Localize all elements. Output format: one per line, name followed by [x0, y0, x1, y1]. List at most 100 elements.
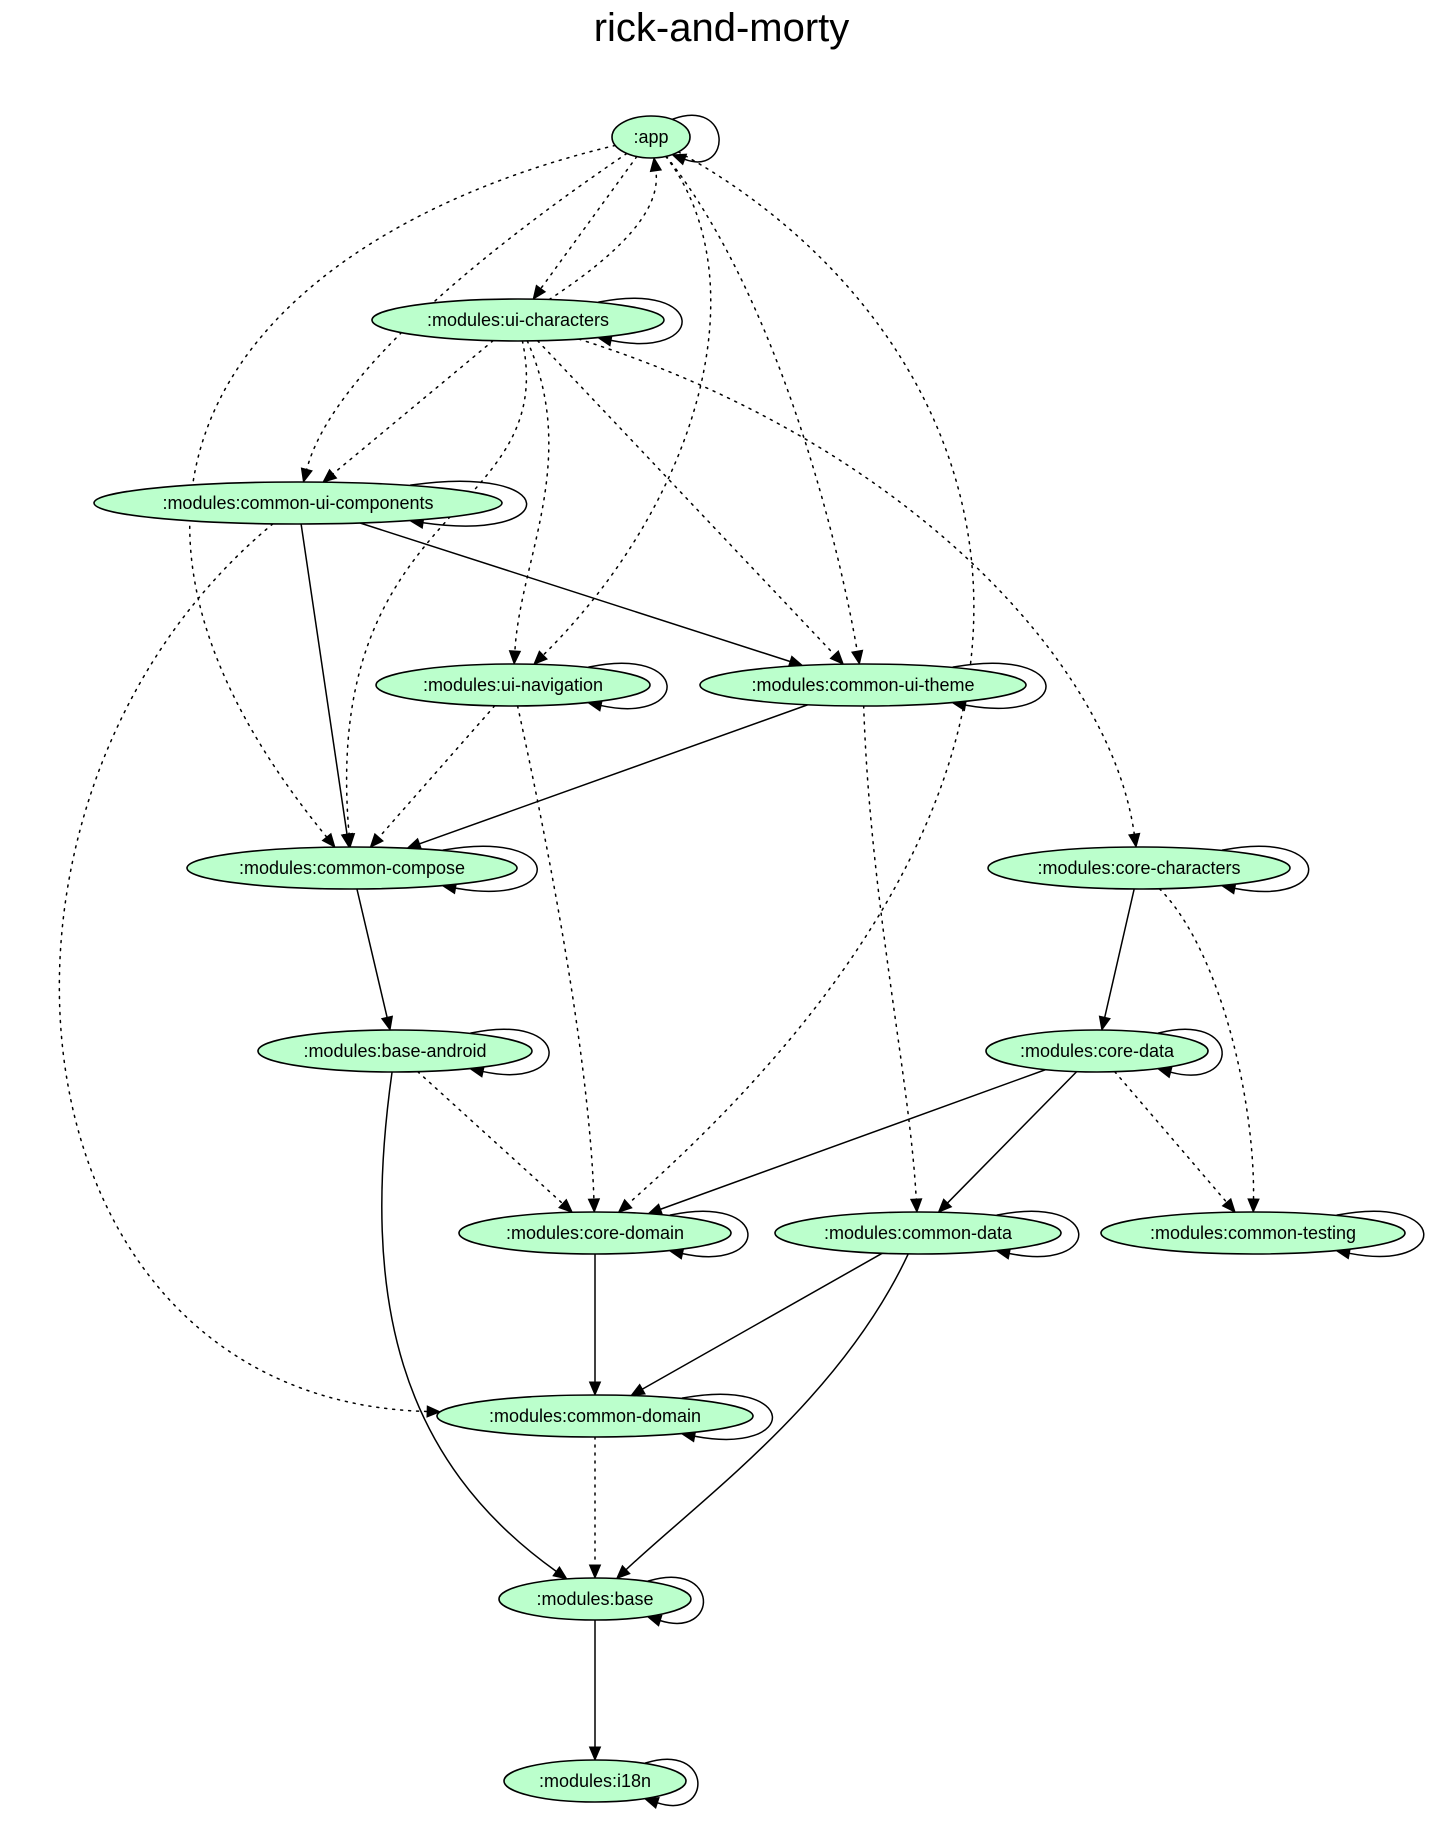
edge-common-ui-components-to-common-ui-theme — [359, 522, 791, 663]
node-common-compose: :modules:common-compose — [186, 846, 518, 890]
node-common-testing-shape — [1100, 1211, 1406, 1255]
node-base-android-shape — [257, 1029, 533, 1073]
edge-core-characters-to-common-testing-arrowhead — [1247, 1198, 1260, 1214]
node-ui-navigation: :modules:ui-navigation — [375, 663, 651, 707]
edge-core-characters-to-common-testing — [1158, 888, 1255, 1200]
node-ui-navigation-shape — [375, 663, 651, 707]
edge-ui-navigation-to-core-domain-arrowhead — [587, 1198, 601, 1214]
edge-ui-characters-to-common-ui-components — [332, 339, 494, 475]
edge-app-to-ui-navigation-arrowhead — [533, 650, 548, 666]
edge-base-to-i18n-arrowhead — [588, 1746, 602, 1762]
edge-app-to-ui-navigation — [542, 155, 712, 656]
diagram-title: rick-and-morty — [593, 6, 850, 50]
node-app: :app — [611, 115, 691, 159]
node-common-data: :modules:common-data — [774, 1211, 1062, 1255]
edge-ui-characters-to-app — [548, 170, 658, 301]
edge-core-domain-to-core-domain — [669, 1210, 749, 1258]
node-common-data-label: :modules:common-data — [824, 1223, 1013, 1243]
edge-common-testing-to-common-testing — [1336, 1210, 1425, 1258]
edge-base-android-to-core-domain — [417, 1070, 564, 1205]
edge-core-characters-to-core-characters — [1221, 845, 1310, 893]
edge-ui-characters-to-app-arrowhead — [649, 156, 663, 173]
node-core-data-label: :modules:core-data — [1020, 1041, 1175, 1061]
edge-app-to-common-ui-theme-arrowhead — [850, 649, 864, 666]
edge-common-ui-components-to-common-ui-components — [410, 480, 528, 527]
node-common-testing-label: :modules:common-testing — [1150, 1223, 1356, 1243]
node-ui-characters-label: :modules:ui-characters — [427, 310, 609, 330]
node-common-ui-theme-shape — [699, 663, 1027, 707]
node-app-label: :app — [633, 127, 668, 147]
node-common-compose-shape — [186, 846, 518, 890]
node-core-domain: :modules:core-domain — [458, 1211, 732, 1255]
node-core-characters-shape — [987, 846, 1291, 890]
node-base: :modules:base — [498, 1577, 692, 1621]
edge-base-android-to-base-arrowhead — [552, 1565, 568, 1580]
edge-common-compose-to-base-android-arrowhead — [380, 1015, 394, 1032]
edge-core-data-to-common-testing-arrowhead — [1221, 1197, 1236, 1214]
node-core-data: :modules:core-data — [985, 1029, 1209, 1073]
edge-ui-navigation-to-ui-navigation — [588, 662, 668, 710]
node-core-domain-shape — [458, 1211, 732, 1255]
edge-common-data-to-common-domain — [642, 1252, 883, 1390]
edge-common-ui-components-to-common-domain — [58, 523, 428, 1413]
node-common-testing: :modules:common-testing — [1100, 1211, 1406, 1255]
edge-ui-characters-to-common-ui-components-arrowhead — [322, 468, 338, 483]
edge-ui-characters-to-core-characters-arrowhead — [1128, 832, 1141, 849]
edge-ui-characters-to-common-ui-theme — [536, 340, 836, 656]
edge-common-domain-to-common-domain — [681, 1393, 774, 1441]
edge-app-to-common-ui-theme — [665, 155, 858, 652]
node-ui-navigation-label: :modules:ui-navigation — [423, 675, 603, 695]
edge-common-compose-to-base-android — [356, 888, 388, 1018]
edge-core-data-to-common-testing — [1114, 1070, 1228, 1204]
node-common-ui-components: :modules:common-ui-components — [93, 481, 503, 525]
edge-app-to-ui-characters — [540, 155, 638, 290]
node-common-domain: :modules:common-domain — [436, 1394, 754, 1438]
edge-ui-characters-to-ui-navigation-arrowhead — [508, 650, 522, 666]
node-common-ui-theme: :modules:common-ui-theme — [699, 663, 1027, 707]
edge-ui-navigation-to-core-domain — [516, 705, 595, 1200]
edge-common-ui-theme-to-common-data-arrowhead — [909, 1198, 923, 1214]
node-core-characters-label: :modules:core-characters — [1037, 858, 1240, 878]
nodes-layer: :app :modules:ui-characters :modules:commo… — [93, 115, 1406, 1803]
edges-layer — [58, 114, 1425, 1809]
node-common-ui-components-label: :modules:common-ui-components — [162, 493, 433, 513]
edge-app-to-app — [672, 114, 720, 163]
node-common-ui-components-shape — [93, 481, 503, 525]
edge-base-android-to-base-android — [470, 1028, 550, 1076]
edge-base-to-base — [647, 1576, 705, 1624]
edge-ui-characters-to-core-characters — [578, 338, 1136, 835]
edge-i18n-to-i18n — [644, 1758, 699, 1807]
node-ui-characters: :modules:ui-characters — [371, 298, 665, 342]
edge-app-to-app-arrowhead — [671, 153, 688, 166]
node-i18n-label: :modules:i18n — [539, 1771, 651, 1791]
edge-app-to-common-compose-arrowhead — [321, 832, 336, 849]
node-base-label: :modules:base — [536, 1589, 653, 1609]
node-ui-characters-shape — [371, 298, 665, 342]
edge-common-data-to-base-arrowhead — [615, 1564, 631, 1580]
node-common-compose-label: :modules:common-compose — [239, 858, 465, 878]
edge-base-android-to-core-domain-arrowhead — [558, 1198, 574, 1214]
edge-ui-characters-to-common-ui-theme-arrowhead — [829, 650, 845, 666]
node-base-shape — [498, 1577, 692, 1621]
edge-core-data-to-core-data — [1157, 1028, 1223, 1076]
edge-base-android-to-base — [381, 1071, 557, 1572]
edge-common-compose-to-common-compose — [442, 845, 538, 893]
edge-core-characters-to-core-data — [1103, 888, 1135, 1018]
edge-common-ui-theme-to-common-ui-theme — [952, 662, 1047, 710]
node-common-domain-label: :modules:common-domain — [489, 1406, 701, 1426]
node-base-android-label: :modules:base-android — [303, 1041, 486, 1061]
node-core-data-shape — [985, 1029, 1209, 1073]
edge-ui-characters-to-ui-characters — [598, 297, 683, 345]
edge-ui-navigation-to-common-compose-arrowhead — [369, 832, 384, 849]
edge-core-data-to-common-data — [947, 1071, 1078, 1204]
edge-common-ui-theme-to-common-compose — [419, 704, 809, 845]
node-core-domain-label: :modules:core-domain — [506, 1223, 684, 1243]
edge-app-to-core-domain — [627, 151, 975, 1205]
edge-app-to-core-domain-arrowhead — [617, 1198, 633, 1214]
edge-ui-navigation-to-common-compose — [378, 705, 496, 839]
node-common-data-shape — [774, 1211, 1062, 1255]
edge-ui-characters-to-common-compose — [345, 340, 528, 835]
edge-common-data-to-common-data — [996, 1210, 1080, 1258]
node-i18n-shape — [503, 1759, 687, 1803]
